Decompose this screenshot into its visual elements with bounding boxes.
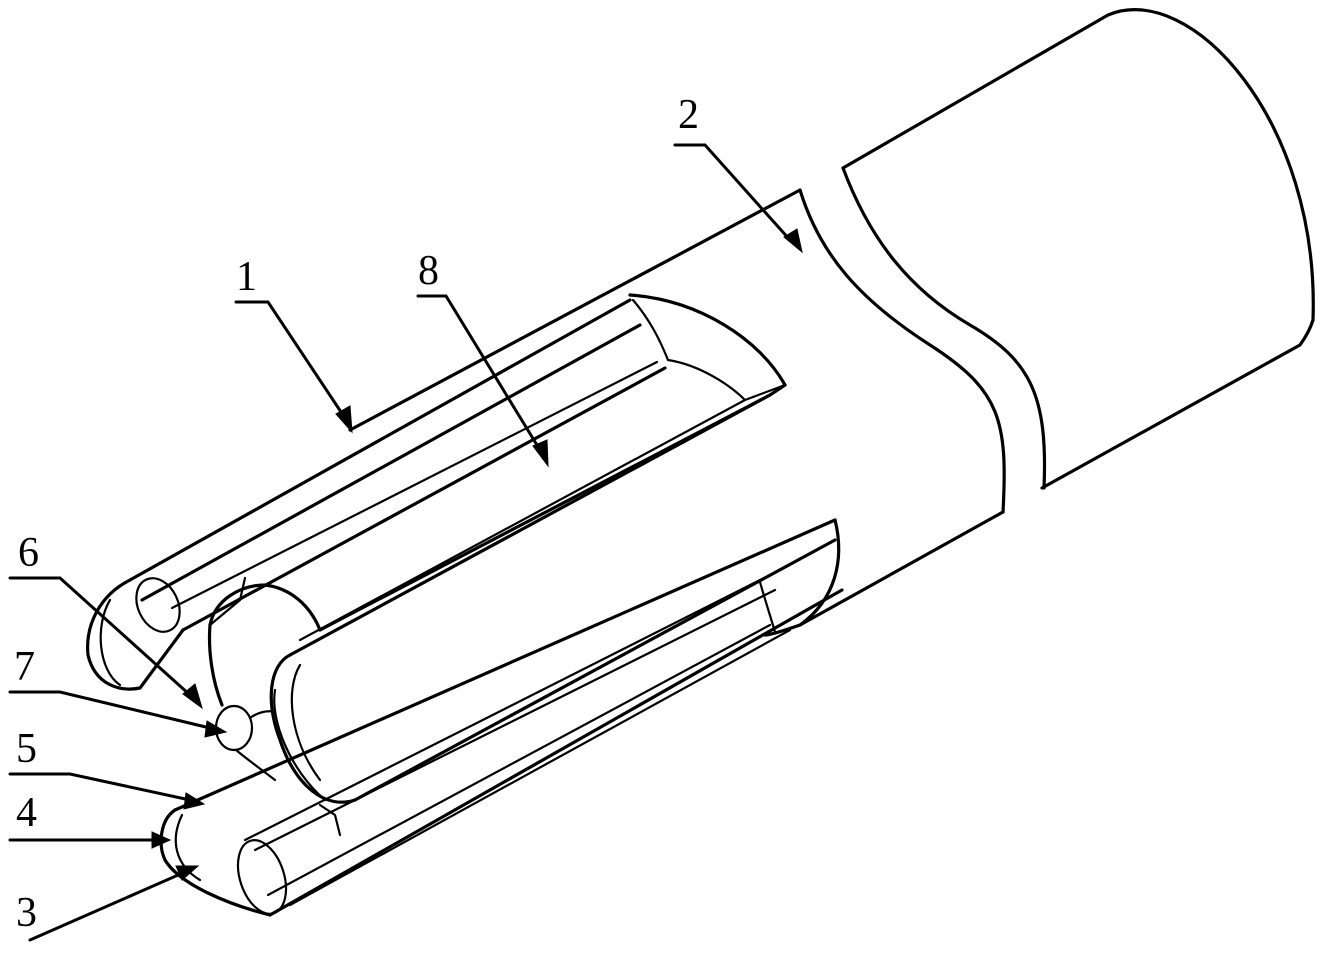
channel-8 (298, 293, 787, 642)
label-3: 3 (16, 890, 37, 936)
label-2: 2 (678, 92, 699, 138)
label-7: 7 (14, 644, 35, 690)
upper-rail-1 (86, 298, 667, 691)
reference-numerals: 1 8 2 6 7 5 4 3 (14, 92, 699, 936)
dome-and-ball-7 (207, 583, 322, 782)
arrow-5 (183, 792, 206, 810)
arrow-2 (783, 228, 803, 254)
main-body-2 (348, 188, 1006, 637)
arrow-3 (175, 865, 200, 881)
lower-rail (159, 518, 844, 917)
label-6: 6 (18, 530, 39, 576)
label-1: 1 (236, 254, 257, 300)
arrow-4 (151, 831, 172, 849)
arrow-1 (335, 405, 353, 434)
arrow-7 (204, 720, 228, 738)
arrow-6 (182, 683, 203, 710)
arrow-8 (532, 439, 549, 468)
far-tube-segment (841, 8, 1315, 490)
label-4: 4 (16, 790, 37, 836)
label-5: 5 (16, 726, 37, 772)
leader-lines (8, 143, 803, 942)
label-8: 8 (418, 248, 439, 294)
